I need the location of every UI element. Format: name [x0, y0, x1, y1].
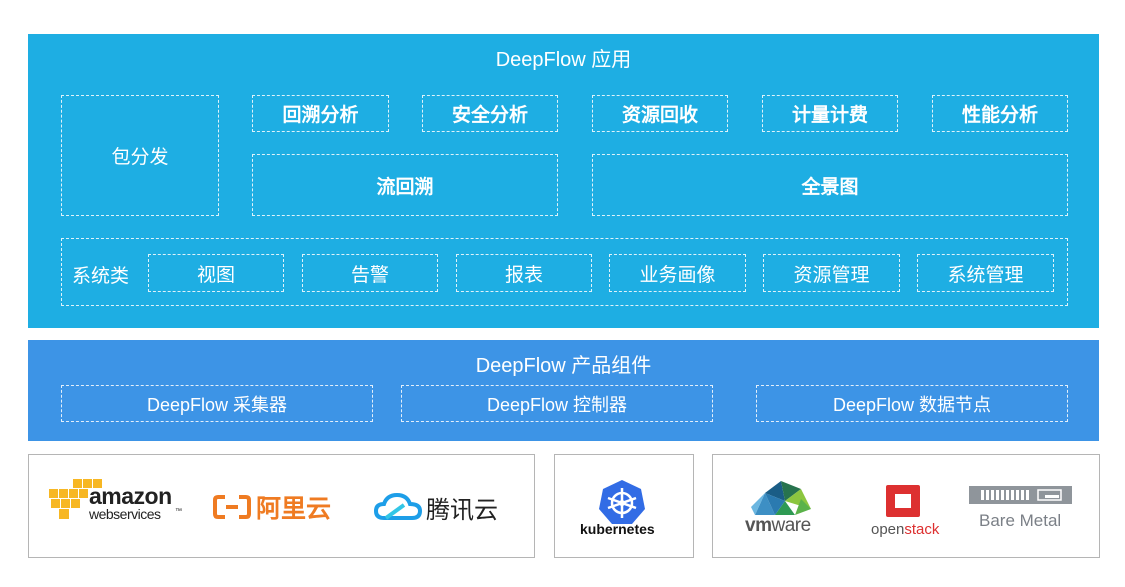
performance-analysis-label: 性能分析	[961, 105, 1038, 126]
kubernetes-text: kubernetes	[580, 521, 655, 537]
report-label: 报表	[504, 264, 543, 286]
aws-cubes-icon	[49, 479, 102, 519]
performance-analysis-box[interactable]: 性能分析	[932, 95, 1068, 132]
aliyun-bracket-icon	[213, 495, 251, 519]
app-layer-title: DeepFlow 应用	[495, 49, 632, 71]
container-platform-box: kubernetes	[554, 454, 694, 558]
tencent-cloud-text: 腾讯云	[426, 496, 498, 524]
flow-backtrace-label: 流回溯	[376, 176, 434, 198]
alert-box[interactable]: 告警	[302, 254, 438, 292]
controller-label: DeepFlow 控制器	[486, 394, 628, 415]
resource-management-box[interactable]: 资源管理	[763, 254, 900, 292]
tencent-cloud-logo: 腾讯云	[374, 491, 498, 524]
app-layer-panel: DeepFlow 应用 包分发 回溯分析 安全分析 资源回收 计量计费 性能分析…	[28, 34, 1099, 328]
resource-reclaim-label: 资源回收	[621, 105, 698, 126]
flow-backtrace-box[interactable]: 流回溯	[252, 154, 558, 216]
bare-metal-text: Bare Metal	[979, 511, 1062, 530]
openstack-open-text: open	[871, 521, 905, 538]
panorama-label: 全景图	[801, 176, 859, 198]
openstack-logo: openstack	[871, 483, 941, 543]
vmware-cloud-icon	[751, 481, 811, 515]
security-analysis-label: 安全分析	[451, 105, 528, 126]
vmware-ware-text: ware	[771, 515, 811, 536]
business-profile-box[interactable]: 业务画像	[609, 254, 746, 292]
data-node-label: DeepFlow 数据节点	[832, 394, 992, 415]
resource-reclaim-box[interactable]: 资源回收	[592, 95, 728, 132]
business-profile-label: 业务画像	[639, 264, 716, 286]
component-layer-title: DeepFlow 产品组件	[475, 355, 652, 377]
openstack-text: openstack	[871, 521, 939, 538]
aws-tm-text: ™	[175, 508, 182, 515]
tencent-cloud-icon	[374, 492, 422, 520]
collector-label: DeepFlow 采集器	[146, 394, 288, 415]
private-cloud-box: vmware openstack Bare Metal	[712, 454, 1100, 558]
public-cloud-box: amazon webservices ™ 阿里云 腾讯云	[28, 454, 535, 558]
aliyun-text: 阿里云	[256, 495, 332, 523]
server-rack-icon	[969, 486, 1072, 504]
system-group-label: 系统类	[72, 266, 130, 287]
system-management-box[interactable]: 系统管理	[917, 254, 1054, 292]
backtrace-analysis-label: 回溯分析	[282, 105, 359, 126]
aws-webservices-text: webservices	[89, 506, 161, 522]
vmware-vm-text: vm	[745, 515, 772, 536]
report-box[interactable]: 报表	[456, 254, 592, 292]
component-layer-panel: DeepFlow 产品组件 DeepFlow 采集器 DeepFlow 控制器 …	[28, 340, 1099, 441]
metering-billing-label: 计量计费	[791, 105, 868, 126]
view-label: 视图	[196, 264, 235, 286]
aliyun-logo: 阿里云	[213, 492, 332, 523]
aws-amazon-text: amazon	[89, 483, 172, 509]
data-node-box[interactable]: DeepFlow 数据节点	[756, 385, 1068, 422]
aws-logo: amazon webservices ™	[47, 477, 187, 527]
vmware-logo: vmware	[745, 479, 825, 539]
system-management-label: 系统管理	[947, 264, 1024, 286]
alert-label: 告警	[350, 264, 389, 286]
collector-box[interactable]: DeepFlow 采集器	[61, 385, 373, 422]
metering-billing-box[interactable]: 计量计费	[762, 95, 898, 132]
openstack-stack-text: stack	[904, 521, 940, 538]
security-analysis-box[interactable]: 安全分析	[422, 95, 558, 132]
openstack-icon	[886, 485, 920, 517]
kubernetes-icon	[599, 480, 645, 524]
resource-management-label: 资源管理	[793, 264, 870, 286]
packet-distribution-label: 包分发	[111, 147, 169, 168]
backtrace-analysis-box[interactable]: 回溯分析	[252, 95, 389, 132]
bare-metal-logo: Bare Metal	[969, 486, 1073, 536]
controller-box[interactable]: DeepFlow 控制器	[401, 385, 713, 422]
panorama-box[interactable]: 全景图	[592, 154, 1068, 216]
view-box[interactable]: 视图	[148, 254, 284, 292]
vmware-text: vmware	[745, 515, 811, 537]
system-group-box: 系统类 视图 告警 报表 业务画像 资源管理 系统管理	[61, 238, 1068, 306]
packet-distribution-box[interactable]: 包分发	[61, 95, 219, 216]
